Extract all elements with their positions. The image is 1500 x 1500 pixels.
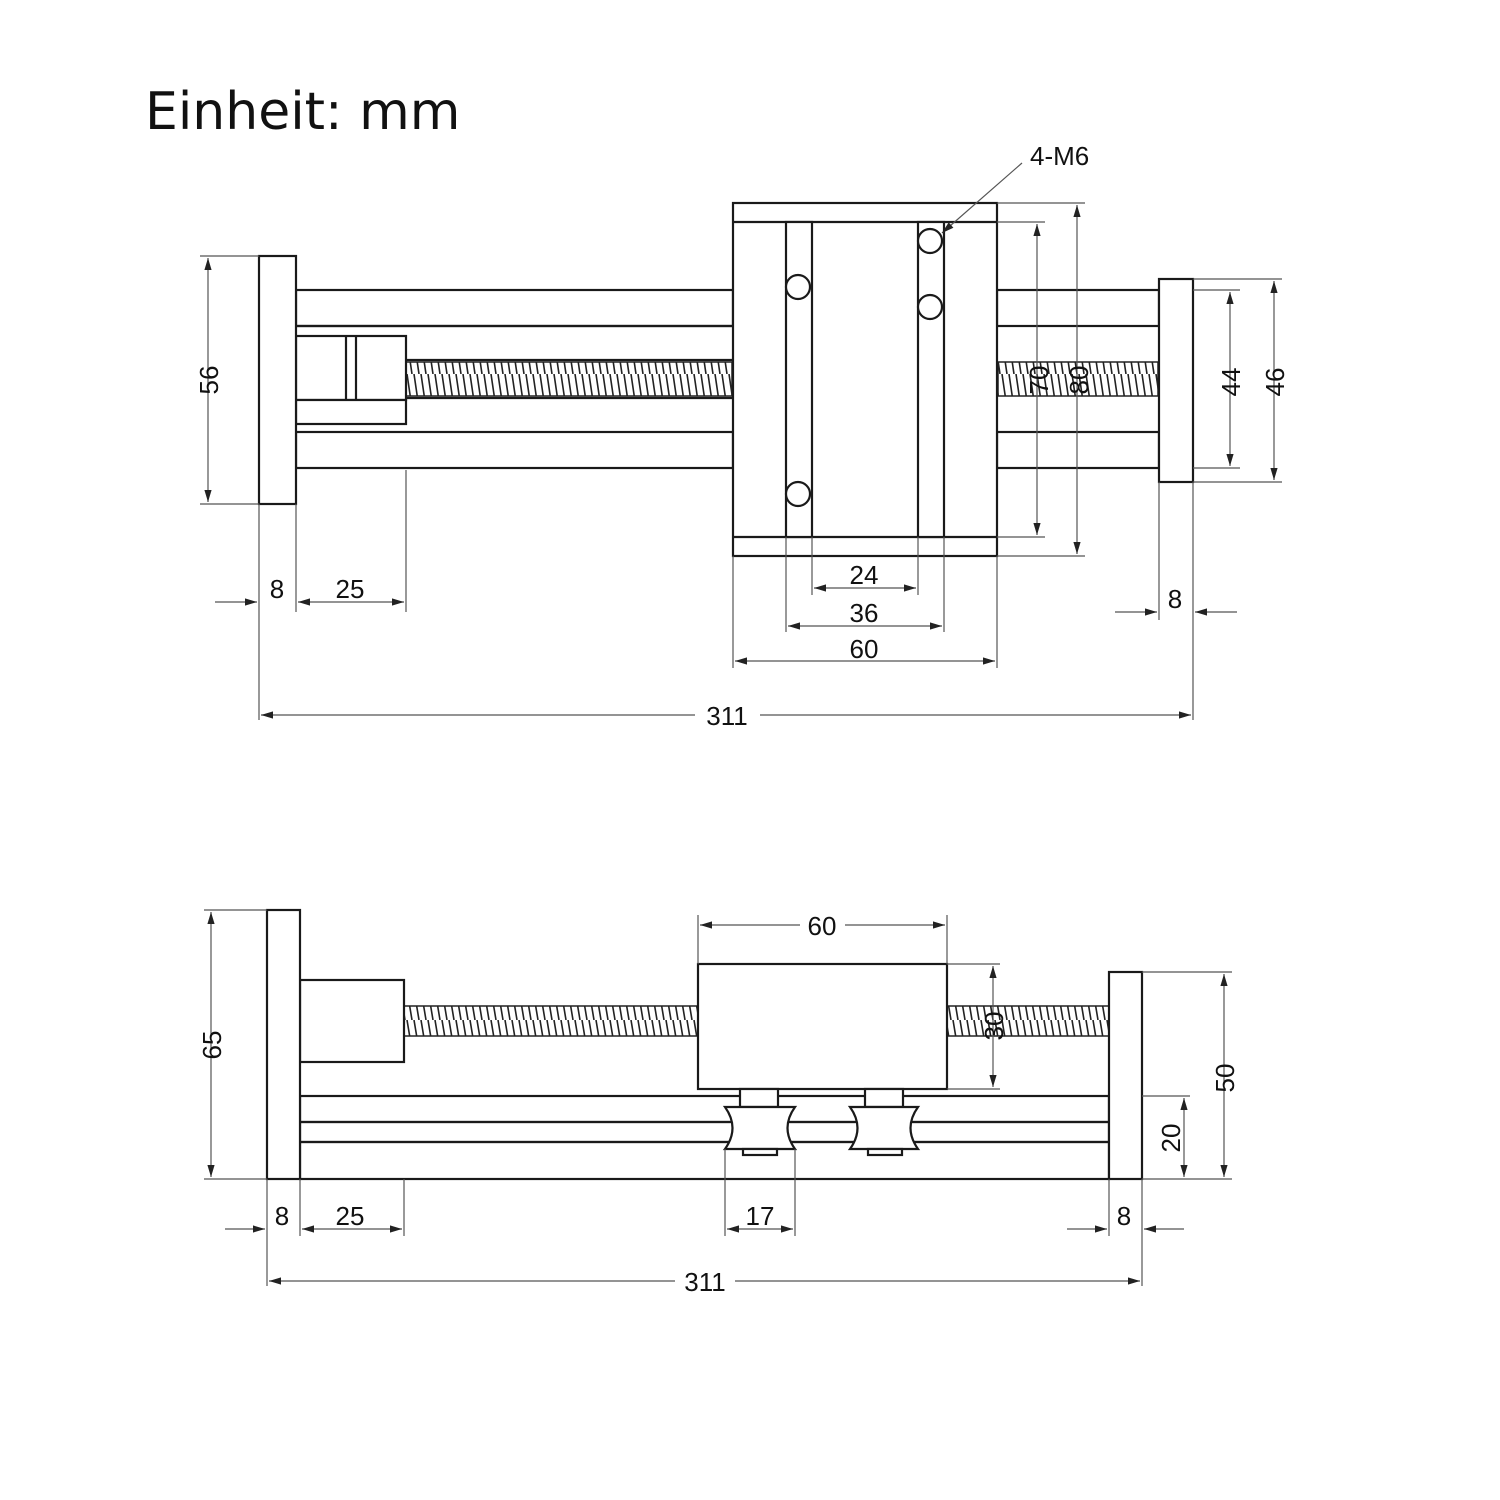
top-end-plate-left (257, 254, 298, 506)
dim-50: 50 (1210, 1064, 1240, 1093)
side-wheel-right (847, 1087, 921, 1157)
dim-311: 311 (706, 701, 747, 731)
top-motor-mount (294, 334, 408, 426)
dim-20: 20 (1156, 1124, 1186, 1153)
dim-8-right-side: 8 (1117, 1201, 1131, 1231)
side-carriage (696, 962, 949, 1091)
side-motor-mount (298, 978, 406, 1064)
top-carriage (731, 201, 999, 558)
side-rails (298, 1094, 1111, 1181)
bolt-hole (916, 227, 944, 255)
dim-8-left: 8 (270, 574, 284, 604)
top-view: 4-M6 56 70 80 44 46 8 25 (194, 141, 1290, 731)
dim-70: 70 (1024, 366, 1054, 395)
side-view: 65 60 30 50 20 8 25 17 (197, 908, 1240, 1297)
side-end-plate-left (265, 908, 302, 1181)
dim-17: 17 (746, 1201, 775, 1231)
dim-65: 65 (197, 1031, 227, 1060)
callout-4-m6: 4-M6 (1030, 141, 1089, 171)
dim-80: 80 (1064, 366, 1094, 395)
dim-56: 56 (194, 366, 224, 395)
side-lead-screw-right (946, 1005, 1110, 1037)
side-lead-screw-left (403, 1005, 699, 1037)
bolt-hole (784, 480, 812, 508)
top-lead-screw-left (405, 361, 733, 397)
side-wheel-left (722, 1087, 798, 1157)
dim-8-right: 8 (1168, 584, 1182, 614)
bolt-hole (916, 293, 944, 321)
dim-46: 46 (1260, 368, 1290, 397)
top-end-plate-right (1157, 277, 1195, 484)
dim-36: 36 (850, 598, 879, 628)
dim-60-side: 60 (808, 911, 837, 941)
dim-8-left-side: 8 (275, 1201, 289, 1231)
dim-24: 24 (850, 560, 879, 590)
dim-25: 25 (336, 574, 365, 604)
dim-311-side: 311 (684, 1267, 725, 1297)
bolt-hole (784, 273, 812, 301)
dim-60: 60 (850, 634, 879, 664)
dim-25-side: 25 (336, 1201, 365, 1231)
unit-title: Einheit: mm (145, 82, 461, 142)
dim-30: 30 (979, 1012, 1009, 1041)
dim-44: 44 (1216, 368, 1246, 397)
side-end-plate-right (1107, 970, 1144, 1181)
